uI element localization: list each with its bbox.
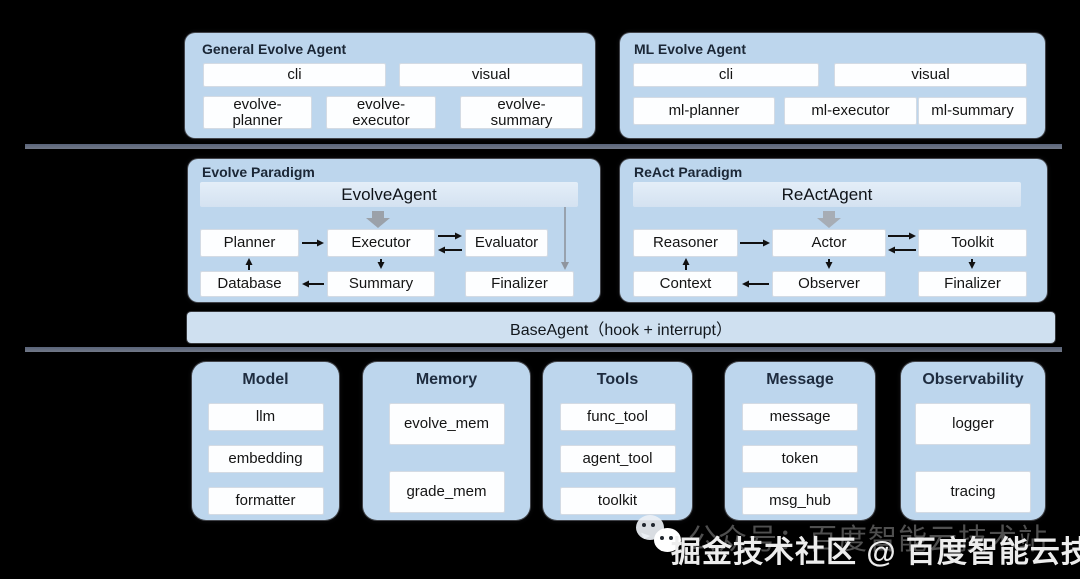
- section-divider-bottom: [25, 347, 1062, 352]
- node-agent-tool: agent_tool: [559, 445, 676, 473]
- panel-observability: Observability logger tracing: [901, 362, 1045, 520]
- panel-tools: Tools func_tool agent_tool toolkit: [543, 362, 692, 520]
- panel-title: Model: [242, 371, 289, 388]
- node-formatter: formatter: [207, 487, 324, 515]
- node-observer: Observer: [772, 271, 886, 297]
- node-token: token: [742, 445, 858, 473]
- node-visual: visual: [834, 63, 1027, 87]
- watermark-faded-text: 公众号：百度智能云技术站: [688, 524, 1049, 556]
- node-label: evolve-summary: [490, 95, 553, 129]
- section-divider-top: [25, 144, 1062, 149]
- node-context: Context: [633, 271, 738, 297]
- node-executor: Executor: [327, 229, 435, 257]
- panel-react-paradigm: ReAct Paradigm ReActAgent Reasoner Actor…: [620, 159, 1047, 302]
- panel-title: General Evolve Agent: [202, 41, 347, 57]
- panel-title: Observability: [922, 371, 1024, 388]
- node-evolve-summary: evolve-summary: [460, 96, 583, 129]
- node-func-tool: func_tool: [559, 403, 676, 431]
- node-ml-executor: ml-executor: [784, 97, 917, 125]
- node-reasoner: Reasoner: [633, 229, 738, 257]
- panel-general-evolve-agent: General Evolve Agent cli visual evolve-p…: [185, 33, 595, 138]
- node-evolve-executor: evolve-executor: [326, 96, 436, 129]
- node-visual: visual: [399, 63, 583, 87]
- panel-title: Message: [766, 371, 834, 388]
- node-cli: cli: [203, 63, 386, 87]
- node-label: evolve-executor: [352, 95, 410, 129]
- node-finalizer: Finalizer: [918, 271, 1027, 297]
- panel-title: Evolve Paradigm: [202, 164, 315, 180]
- node-ml-planner: ml-planner: [633, 97, 775, 125]
- node-toolkit: Toolkit: [918, 229, 1027, 257]
- panel-memory: Memory evolve_mem grade_mem: [363, 362, 530, 520]
- evolve-agent-bar: EvolveAgent: [200, 182, 578, 207]
- node-toolkit: toolkit: [559, 487, 676, 515]
- node-database: Database: [200, 271, 299, 297]
- chat-bubble-front: [654, 528, 681, 552]
- panel-ml-evolve-agent: ML Evolve Agent cli visual ml-planner ml…: [620, 33, 1045, 138]
- node-planner: Planner: [200, 229, 299, 257]
- node-actor: Actor: [772, 229, 886, 257]
- node-embedding: embedding: [207, 445, 324, 473]
- node-label: evolve-planner: [232, 95, 283, 129]
- node-logger: logger: [915, 403, 1031, 445]
- wechat-bubbles-icon: [634, 513, 686, 561]
- panel-title: Tools: [596, 371, 639, 388]
- node-tracing: tracing: [915, 471, 1031, 513]
- panel-model: Model llm embedding formatter: [192, 362, 339, 520]
- node-summary: Summary: [327, 271, 435, 297]
- panel-evolve-paradigm: Evolve Paradigm EvolveAgent Planner Exec…: [188, 159, 600, 302]
- watermark-main-text: 掘金技术社区 @ 百度智能云技术站: [671, 536, 1080, 569]
- node-finalizer: Finalizer: [465, 271, 574, 297]
- node-grade-mem: grade_mem: [388, 471, 505, 513]
- node-message: message: [742, 403, 858, 431]
- node-evolve-mem: evolve_mem: [388, 403, 505, 445]
- node-cli: cli: [633, 63, 819, 87]
- panel-message: Message message token msg_hub: [725, 362, 875, 520]
- react-agent-bar: ReActAgent: [633, 182, 1021, 207]
- node-evolve-planner: evolve-planner: [203, 96, 312, 129]
- base-agent-bar: BaseAgent（hook + interrupt）: [187, 312, 1055, 343]
- node-msg-hub: msg_hub: [742, 487, 858, 515]
- panel-title: ReAct Paradigm: [634, 164, 743, 180]
- panel-title: ML Evolve Agent: [634, 41, 747, 57]
- node-evaluator: Evaluator: [465, 229, 548, 257]
- panel-title: Memory: [415, 371, 478, 388]
- node-ml-summary: ml-summary: [918, 97, 1027, 125]
- node-llm: llm: [207, 403, 324, 431]
